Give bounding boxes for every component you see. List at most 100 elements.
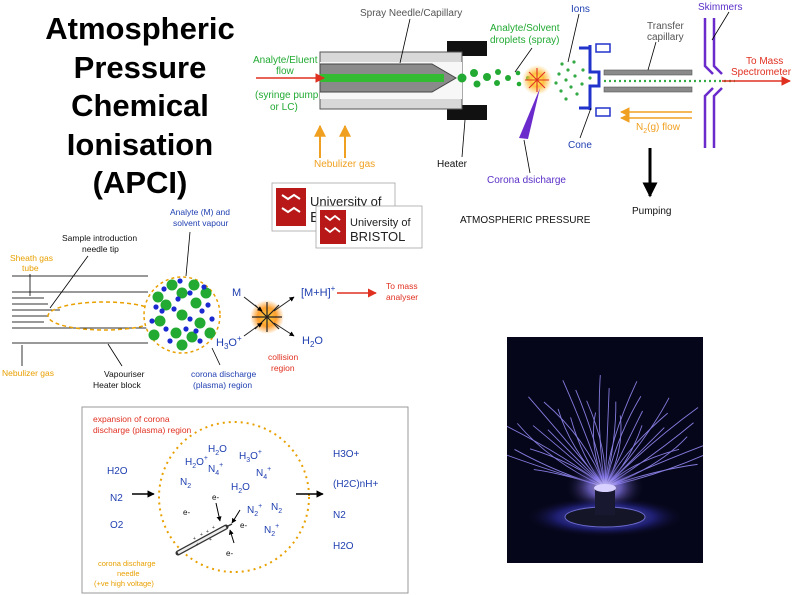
plasma-label-2: (plasma) region (193, 380, 252, 390)
solvent-molecule (161, 286, 167, 292)
analyte-vapour-label-1: Analyte (M) and (170, 207, 230, 217)
vaporiser-label-1: Vapouriser (104, 369, 145, 379)
pumping-label: Pumping (632, 206, 671, 217)
solvent-molecule (159, 308, 165, 314)
svg-text:University of: University of (310, 194, 382, 209)
solvent-molecule (205, 302, 211, 308)
left-n2: N2 (110, 493, 123, 504)
svg-text:University of: University of (350, 217, 411, 229)
ions-label: Ions (571, 4, 590, 15)
to-ms-label-1: To Mass (746, 56, 783, 67)
collision-label-2: region (271, 363, 295, 373)
svg-text:BRISTOL: BRISTOL (350, 229, 405, 244)
electron-arrows (215, 502, 241, 544)
analyte-molecule (148, 329, 160, 341)
title-line: Chemical (71, 88, 209, 123)
skimmers (703, 18, 723, 148)
solvent-molecule (175, 296, 181, 302)
crest-icon (320, 210, 346, 244)
cone (588, 45, 601, 110)
sheath-gas-label-2: tube (22, 263, 39, 273)
inset-plasma-circle (158, 421, 310, 573)
ion-cloud (554, 60, 592, 101)
analyte-molecule (186, 331, 198, 343)
m-label: M (232, 287, 241, 299)
analyte-molecule (204, 327, 216, 339)
collision-paths (243, 296, 295, 337)
collision-label-1: collision (268, 352, 299, 362)
university-logo-2: University of BRISTOL (315, 205, 423, 249)
analyte-molecule (176, 339, 188, 351)
analyte-molecule (194, 317, 206, 329)
skimmers-label: Skimmers (698, 2, 742, 13)
nebulizer-gas-label: Nebulizer gas (314, 159, 375, 170)
solvent-molecule (167, 338, 173, 344)
spark-rays (525, 68, 549, 92)
pump-label-1: (syringe pump (255, 90, 319, 101)
n2-flow-label: N2(g) flow (636, 122, 681, 135)
to-mass-label-2: analyser (386, 292, 418, 302)
top-leader-lines (399, 11, 730, 174)
analyte-flow-channel (320, 74, 444, 82)
needle-label-1: corona discharge (98, 559, 156, 568)
right-h2o: H2O (333, 541, 354, 552)
solvent-molecule (197, 338, 203, 344)
slide-title: Atmospheric Pressure Chemical Ionisation… (20, 10, 260, 203)
right-h2cnh: (H2C)nH+ (333, 479, 378, 490)
solvent-molecule (193, 328, 199, 334)
needle-label-3: (+ve high voltage) (94, 579, 154, 588)
middle-leader-lines (21, 231, 221, 367)
sheath-gas-label-1: Sheath gas (10, 253, 53, 263)
sample-intro-label-1: Sample introduction (62, 233, 137, 243)
vaporiser-label-2: Heater block (93, 380, 141, 390)
middle-labels: Analyte (M) and solvent vapour Sample in… (2, 207, 418, 390)
analyte-molecule (154, 315, 166, 327)
analyte-molecule (190, 297, 202, 309)
nebulizer-gas-label-2: Nebulizer gas (2, 368, 54, 378)
solvent-molecule (171, 306, 177, 312)
solvent-molecule (199, 308, 205, 314)
corona-needle (519, 88, 540, 139)
solvent-molecule (153, 304, 159, 310)
heater-label: Heater (437, 159, 468, 170)
crest-icon (276, 188, 306, 226)
left-h2o: H2O (107, 466, 128, 477)
svg-text:+: + (196, 542, 199, 548)
plasma-discharge-photo (507, 337, 703, 563)
ion-n2-right: N2 (271, 502, 282, 515)
electron-3: e- (240, 521, 247, 530)
svg-text:+: + (200, 532, 203, 538)
solvent-molecule (177, 278, 183, 284)
analyte-molecule (176, 309, 188, 321)
analyte-molecule (176, 287, 188, 299)
eluent-label-1: Analyte/Eluent (253, 55, 318, 66)
svg-text:+: + (206, 529, 209, 535)
vaporiser-tube (12, 275, 148, 344)
solvent-molecule (149, 318, 155, 324)
droplets-label-1: Analyte/Solvent (490, 23, 560, 34)
svg-text:+: + (193, 536, 196, 542)
right-h3o: H3O+ (333, 449, 360, 460)
ion-n2-mid: N2 (180, 477, 191, 490)
svg-text:+: + (212, 525, 215, 531)
inset-labels: expansion of corona discharge (plasma) r… (93, 414, 378, 588)
plasma-label-1: corona discharge (191, 369, 256, 379)
to-ms-label-2: Spectrometer (731, 67, 792, 78)
droplets-label-2: droplets (spray) (490, 35, 559, 46)
left-o2: O2 (110, 520, 124, 531)
sample-intro-label-2: needle tip (82, 244, 119, 254)
electron-2: e- (183, 508, 190, 517)
analyte-molecule (188, 279, 200, 291)
analyte-molecule (166, 279, 178, 291)
electron-1: e- (212, 493, 219, 502)
solvent-molecule (187, 290, 193, 296)
ion-h2o-top: H2O (208, 444, 227, 457)
ion-h3o-top: H3O+ (239, 449, 262, 464)
h2o-label: H2O (302, 335, 323, 349)
transfer-capillary-bottom (603, 86, 693, 93)
inset-heading-2: discharge (plasma) region (93, 425, 192, 435)
title-line: Atmospheric (45, 11, 235, 46)
top-labels: Spray Needle/Capillary Ions Skimmers Ana… (253, 2, 792, 226)
inset-corona-needle: +++ +++ (175, 523, 233, 556)
